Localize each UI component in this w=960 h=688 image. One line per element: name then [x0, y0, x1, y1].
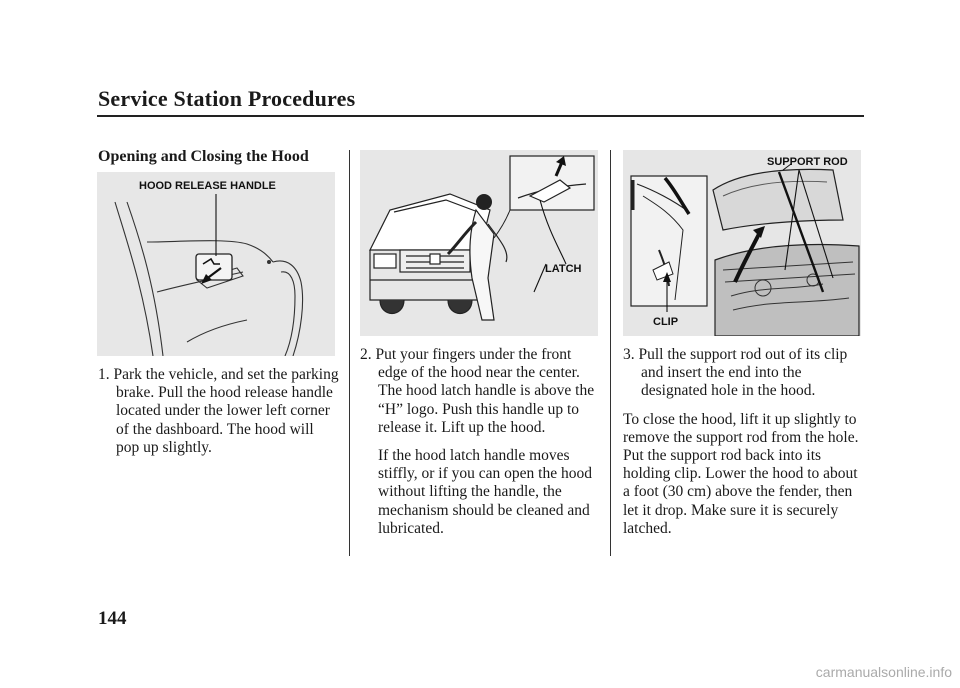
middle-body-text: 2. Put your fingers under the front edge…: [360, 346, 604, 538]
closing-hood-text: To close the hood, lift it up slightly t…: [623, 410, 859, 537]
page-number: 144: [98, 608, 127, 629]
column-divider-left: [349, 150, 350, 556]
hood-latch-illustration: [369, 155, 595, 321]
left-body-text: 1. Park the vehicle, and set the parking…: [98, 366, 340, 457]
watermark-text: carmanualsonline.info: [815, 664, 952, 680]
latch-label: LATCH: [545, 263, 582, 275]
title-rule: [97, 115, 864, 117]
step-1-text: 1. Park the vehicle, and set the parking…: [98, 366, 339, 456]
hood-release-illustration: [114, 201, 304, 356]
hood-release-handle-label: HOOD RELEASE HANDLE: [139, 180, 276, 192]
hood-release-figure: HOOD RELEASE HANDLE: [97, 172, 335, 356]
page-title: Service Station Procedures: [98, 86, 356, 111]
latch-note-text: If the hood latch handle moves stiffly, …: [378, 447, 592, 537]
support-rod-label: SUPPORT ROD: [767, 156, 848, 168]
support-rod-figure: SUPPORT ROD CLIP: [623, 150, 861, 336]
right-body-text: 3. Pull the support rod out of its clip …: [623, 346, 867, 538]
step-2-text: 2. Put your fingers under the front edge…: [360, 346, 595, 436]
hood-latch-figure: LATCH: [360, 150, 598, 336]
step-3-text: 3. Pull the support rod out of its clip …: [623, 346, 848, 400]
column-divider-right: [610, 150, 611, 556]
support-rod-illustration: [623, 150, 861, 336]
section-heading: Opening and Closing the Hood: [98, 148, 309, 165]
clip-label: CLIP: [653, 316, 679, 328]
